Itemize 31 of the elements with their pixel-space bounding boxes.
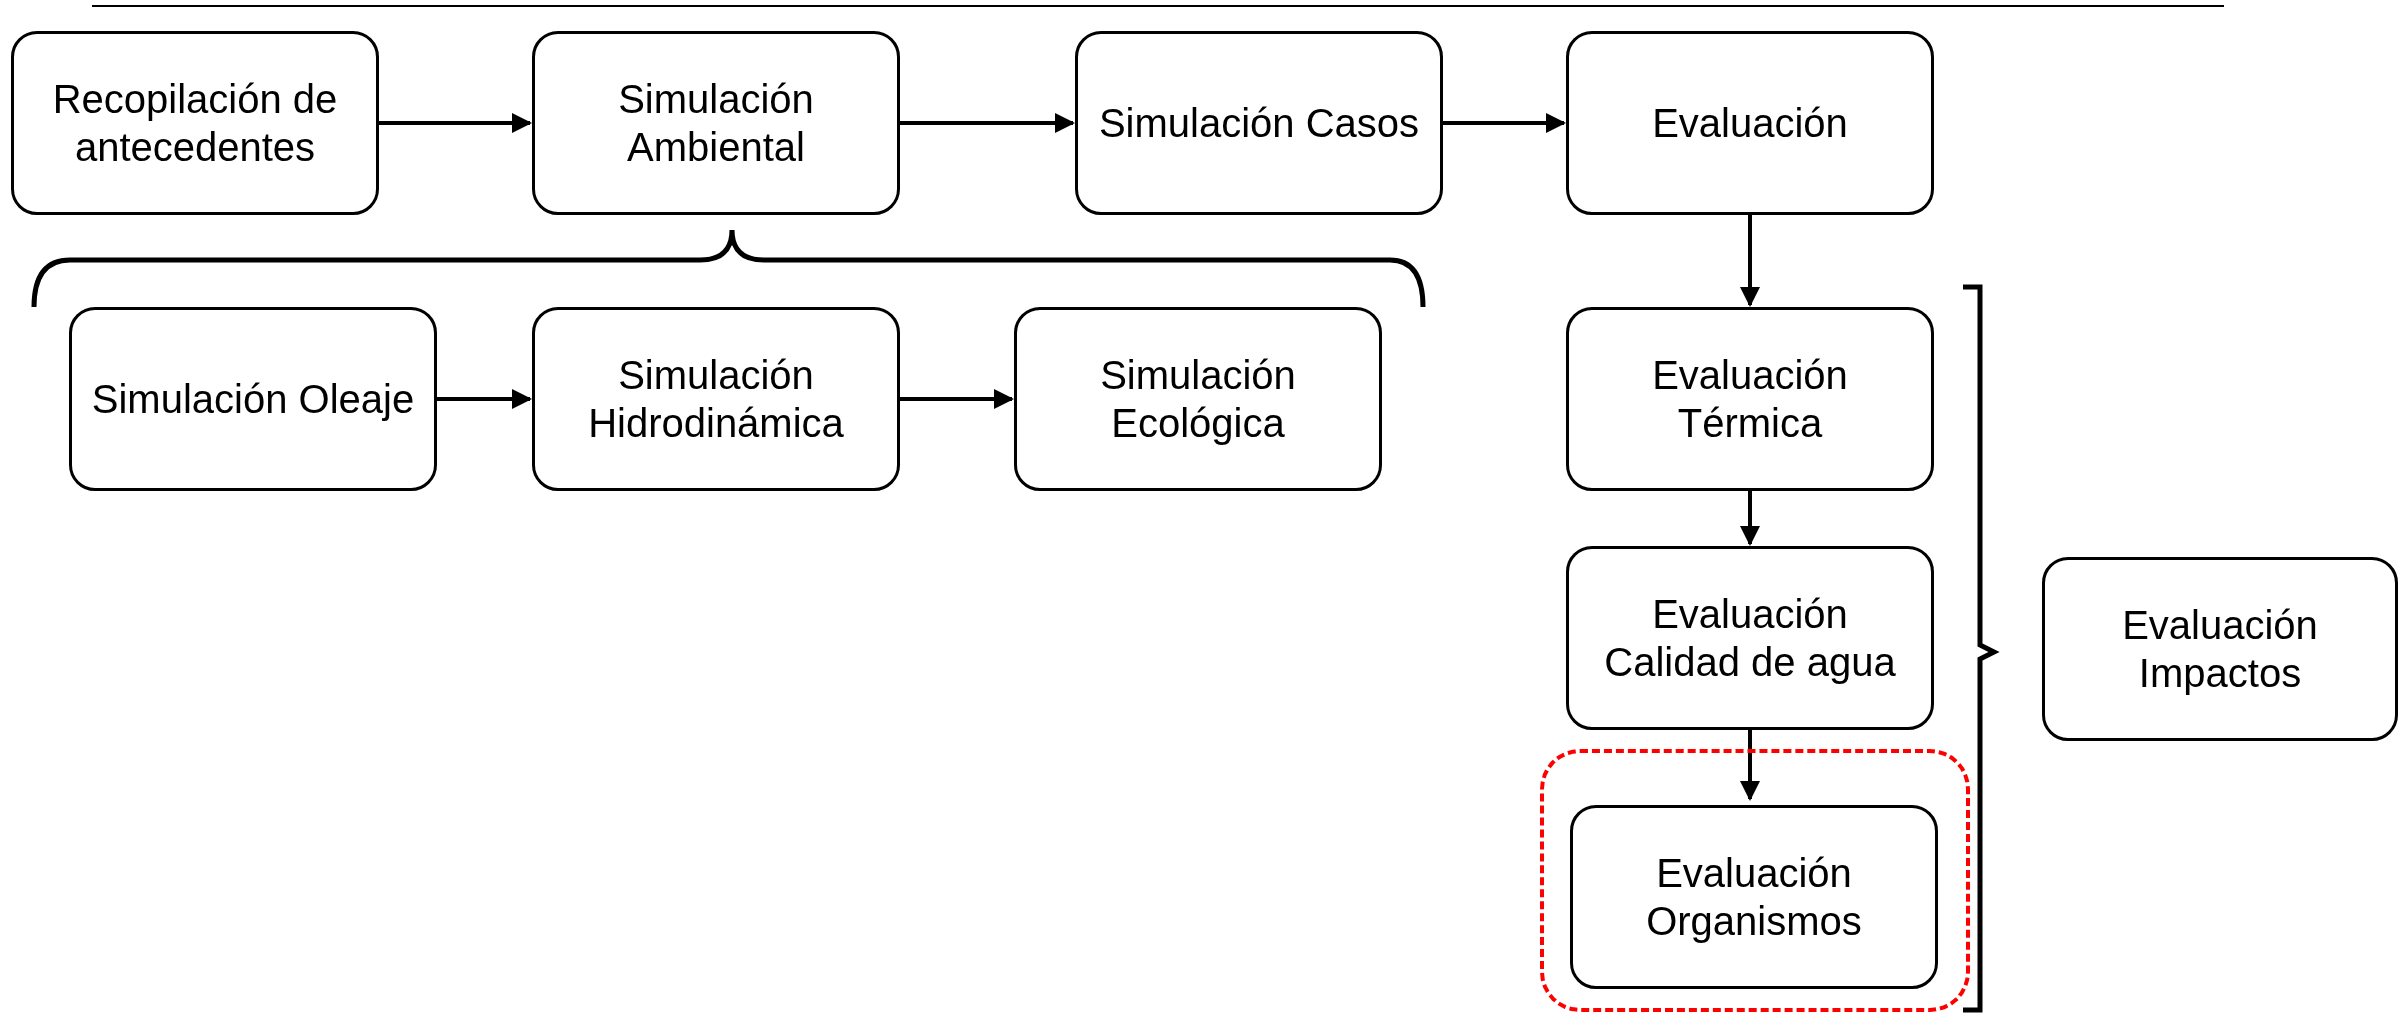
dashed-group-box: [1540, 749, 1970, 1012]
process-box: [11, 31, 379, 215]
arrow: [1740, 491, 1760, 546]
process-box: [69, 307, 437, 491]
node-text: Simulación Oleaje: [91, 376, 415, 423]
arrow: [1740, 730, 1760, 801]
process-box: [532, 307, 900, 491]
arrow: [1443, 113, 1566, 133]
process-box: [1014, 307, 1382, 491]
node-text: Simulación Hidrodinámica: [587, 352, 845, 447]
process-box: [1566, 546, 1934, 730]
process-box: [1570, 805, 1938, 989]
node-text: Simulación Casos: [1098, 100, 1420, 147]
node-text: Simulación Ambiental: [617, 76, 815, 171]
node-text: Evaluación Térmica: [1651, 352, 1849, 447]
arrow: [437, 389, 532, 409]
process-box: [1075, 31, 1443, 215]
arrow: [900, 389, 1014, 409]
process-box: [1566, 307, 1934, 491]
node-text: Evaluación: [1652, 100, 1848, 147]
process-box: [532, 31, 900, 215]
node-text: Recopilación de antecedentes: [51, 76, 339, 171]
process-box: [1566, 31, 1934, 215]
arrow: [1740, 215, 1760, 307]
node-text: Simulación Ecológica: [1099, 352, 1297, 447]
process-box: [2042, 557, 2398, 741]
node-text: Evaluación Impactos: [2121, 602, 2319, 697]
node-text: Evaluación Organismos: [1645, 850, 1863, 945]
arrow: [900, 113, 1075, 133]
node-text: Evaluación Calidad de agua: [1603, 591, 1897, 686]
arrow: [379, 113, 532, 133]
